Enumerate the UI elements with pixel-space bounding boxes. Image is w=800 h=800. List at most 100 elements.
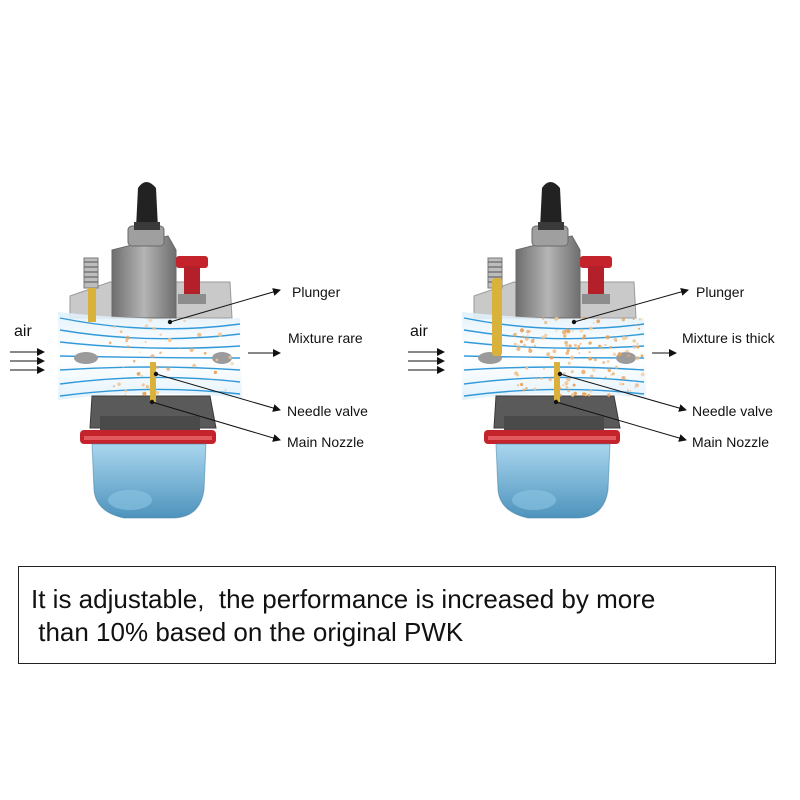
fuel-particle: [570, 393, 575, 397]
fuel-particle: [189, 347, 194, 352]
right-callouts: Plunger Mixture is thick Needle valve Ma…: [553, 284, 776, 450]
left-air-inlet: air: [10, 323, 45, 374]
fuel-particle: [544, 320, 548, 325]
fuel-particle: [612, 352, 617, 356]
fuel-particle: [559, 393, 562, 397]
fuel-particle: [532, 338, 535, 341]
fuel-particle: [139, 351, 141, 354]
fuel-particle: [588, 356, 593, 361]
left-needle-valve-label: Needle valve: [287, 403, 368, 419]
fuel-particle: [626, 349, 630, 353]
fuel-particle: [167, 337, 172, 343]
left-mixture-label: Mixture rare: [288, 330, 363, 346]
left-adjust-screw: [88, 288, 96, 322]
fuel-particle: [541, 335, 546, 340]
fuel-particle: [579, 342, 582, 345]
fuel-particle: [570, 355, 575, 360]
right-plunger-label: Plunger: [696, 284, 745, 300]
fuel-particle: [224, 388, 227, 391]
fuel-particle: [604, 343, 607, 347]
fuel-particle: [634, 383, 639, 388]
left-carburetor: [57, 181, 243, 519]
fuel-particle: [210, 379, 213, 381]
fuel-particle: [522, 335, 525, 339]
fuel-particle: [516, 347, 521, 351]
fuel-particle: [614, 365, 618, 369]
fuel-particle: [588, 351, 591, 354]
fuel-particle: [159, 333, 162, 336]
fuel-particle: [122, 365, 125, 368]
fuel-particle: [136, 372, 141, 376]
fuel-particle: [230, 361, 235, 366]
fuel-particle: [148, 318, 153, 323]
fuel-particle: [125, 335, 130, 340]
fuel-particle: [579, 328, 584, 333]
fuel-particle: [587, 393, 591, 397]
fuel-particle: [152, 326, 156, 331]
fuel-particle: [564, 381, 569, 386]
right-main-nozzle-leader: [553, 399, 687, 442]
fuel-particle: [632, 339, 636, 343]
fuel-particle: [145, 385, 150, 389]
fuel-particle: [621, 376, 626, 380]
fuel-particle: [141, 383, 145, 387]
fuel-particle: [155, 365, 159, 369]
fuel-particle: [589, 389, 593, 393]
left-plunger-label: Plunger: [292, 284, 341, 300]
fuel-particle: [605, 335, 610, 340]
fuel-particle: [636, 345, 640, 349]
right-needle-valve-label: Needle valve: [692, 403, 773, 419]
fuel-particle: [638, 318, 641, 321]
fuel-particle: [540, 377, 544, 380]
fuel-particle: [619, 382, 623, 386]
fuel-particle: [525, 387, 528, 390]
fuel-particle: [606, 360, 610, 363]
fuel-particle: [524, 337, 529, 341]
fuel-particle: [546, 352, 551, 357]
fuel-particle: [566, 377, 571, 382]
fuel-particle: [578, 352, 581, 354]
fuel-particle: [132, 359, 136, 363]
fuel-particle: [635, 355, 640, 361]
fuel-particle: [144, 341, 147, 343]
fuel-particle: [583, 334, 586, 338]
right-main-nozzle-label: Main Nozzle: [692, 434, 769, 450]
fuel-particle: [512, 333, 517, 337]
fuel-particle: [542, 317, 545, 320]
fuel-particle: [605, 336, 607, 339]
fuel-particle: [228, 355, 232, 359]
fuel-particle: [568, 344, 572, 348]
right-air-label: air: [410, 323, 428, 340]
fuel-particle: [108, 341, 112, 345]
fuel-particle: [609, 345, 612, 349]
fuel-particle: [632, 344, 637, 349]
right-mixture-label: Mixture is thick: [682, 330, 776, 346]
fuel-particle: [522, 388, 526, 392]
fuel-particle: [215, 358, 219, 362]
fuel-particle: [593, 358, 597, 362]
fuel-particle: [629, 390, 632, 392]
fuel-particle: [622, 382, 625, 386]
fuel-particle: [197, 332, 202, 337]
fuel-particle: [530, 355, 532, 358]
fuel-particle: [621, 317, 625, 322]
fuel-particle: [523, 343, 526, 347]
fuel-particle: [607, 393, 611, 397]
fuel-particle: [567, 361, 571, 365]
fuel-particle: [159, 351, 162, 355]
fuel-particle: [565, 385, 568, 388]
fuel-particle: [596, 319, 601, 324]
fuel-particle: [634, 386, 636, 389]
fuel-particle: [582, 392, 586, 397]
fuel-particle: [549, 355, 554, 360]
right-adjust-screw: [492, 278, 502, 356]
fuel-particle: [566, 329, 571, 334]
fuel-particle: [535, 377, 538, 380]
fuel-particle: [573, 343, 577, 347]
fuel-particle: [591, 368, 596, 372]
fuel-particle: [183, 319, 186, 323]
fuel-particle: [119, 330, 123, 333]
fuel-particle: [112, 385, 115, 388]
fuel-particle: [514, 371, 519, 376]
fuel-particle: [562, 330, 567, 335]
